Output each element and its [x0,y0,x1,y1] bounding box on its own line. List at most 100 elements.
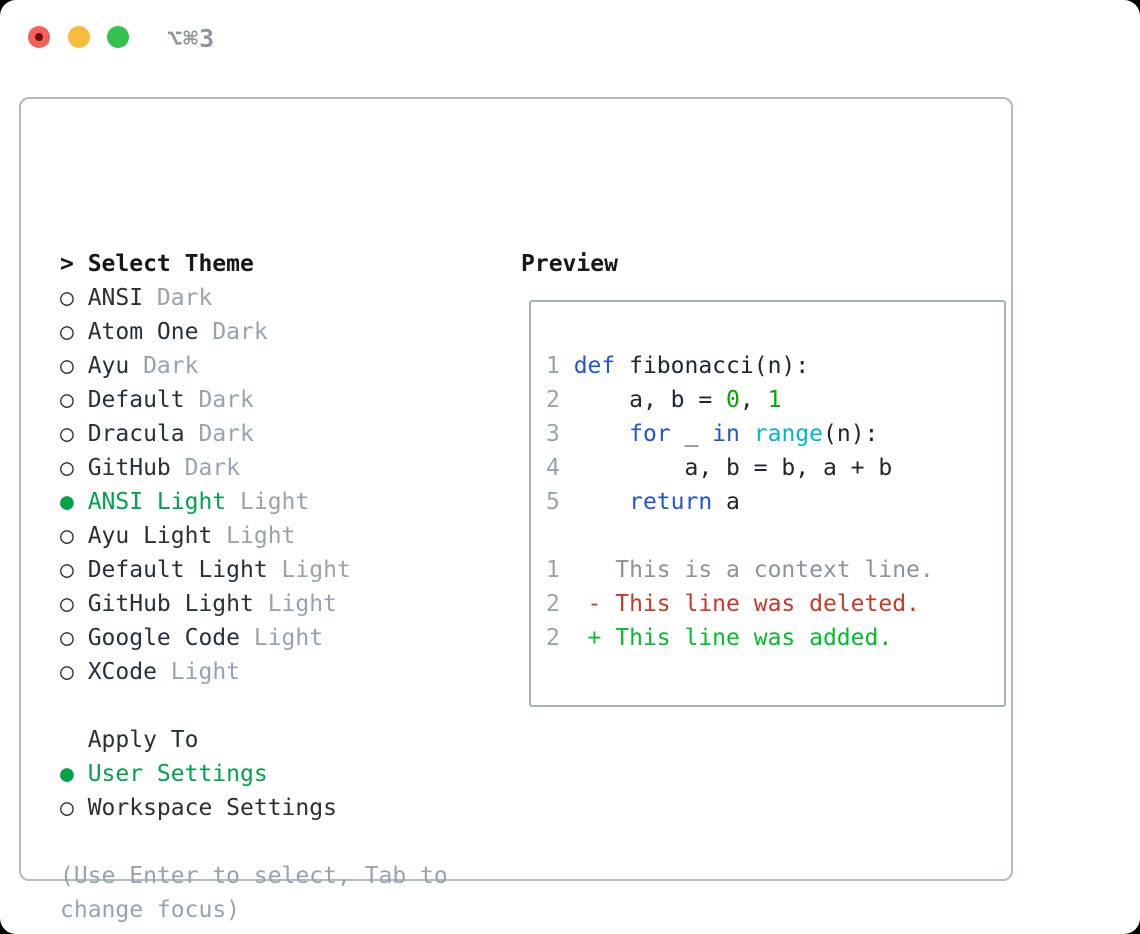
theme-variant-badge: Light [156,659,241,685]
code-token-fn: range [753,421,823,447]
theme-variant-badge: Dark [129,353,199,379]
theme-option-default[interactable]: ○ Default Dark [60,383,500,417]
theme-option-default-light[interactable]: ○Default Light Light [60,553,500,587]
radio-unselected-icon: ○ [60,353,74,379]
line-number: 2 [546,591,574,617]
line-number: 5 [546,489,574,515]
keyboard-hint-line-1: (Use Enter to select, Tab to [60,863,448,889]
radio-unselected-icon: ○ [60,523,74,549]
theme-name: Ayu Light [87,523,213,549]
theme-variant-badge: Light [240,625,324,651]
radio-unselected-icon: ○ [60,625,74,651]
code-line: 2 a, b = 0, 1 [546,383,934,417]
select-theme-header: > Select Theme [60,247,500,281]
code-token-pl: fibonacci(n): [615,353,810,379]
unsaved-changes-dot [35,33,43,41]
title-bar: ⌥⌘3 [0,0,1140,75]
theme-list-pane: > Select Theme ○ ANSI Dark ○ Atom One Dark ○ A… [60,247,500,927]
radio-unselected-icon: ○ [60,285,74,311]
close-icon[interactable] [28,26,50,48]
preview-header: Preview [521,251,618,277]
theme-option-google-code[interactable]: ○ Google Code Light [60,621,500,655]
theme-variant-badge: Dark [184,387,254,413]
code-token-kw: return [629,489,713,515]
theme-variant-badge: Light [226,489,310,515]
line-number: 1 [546,353,574,379]
theme-variant-badge: Light [267,557,351,583]
theme-name: GitHub Light [87,591,254,617]
code-token-ctx: This is a context line. [573,557,934,583]
code-line: 5 return a [546,485,934,519]
radio-unselected-icon: ○ [60,319,74,345]
keyboard-hint-line-2: change focus) [60,897,241,923]
apply-option-user-settings[interactable]: ● User Settings [60,757,500,791]
theme-option-ansi[interactable]: ○ ANSI Dark [60,281,500,315]
apply-to-header-label: Apply To [87,727,199,753]
code-token-num: 0 [726,387,740,413]
theme-name: ANSI [87,285,144,311]
theme-option-list: ○ANSI Dark○Atom One Dark○Ayu Dark○Defaul… [60,281,500,689]
apply-to-header: Apply To [60,723,500,757]
code-token-pl [574,485,629,519]
theme-option-xcode[interactable]: ○ XCode Light [60,655,500,689]
radio-unselected-icon: ○ [60,591,74,617]
code-token-pl: (n): [823,421,879,447]
minimize-icon[interactable] [68,26,90,48]
radio-unselected-icon: ○ [60,455,74,481]
theme-option-ayu-light[interactable]: ○Ayu Light Light [60,519,500,553]
code-token-kw: in [712,421,740,447]
apply-to-option-list: ● User Settings ○ Workspace Settings [60,757,500,825]
code-token-pl [740,417,754,451]
code-line: 2 - This line was deleted. [546,587,934,621]
spacer [60,689,500,723]
code-line: 2 + This line was added. [546,621,934,655]
code-line: 3 for _ in range(n): [546,417,934,451]
code-token-pl: a [712,489,740,515]
theme-option-github-light[interactable]: ○GitHub Light Light [60,587,500,621]
theme-variant-badge: Dark [143,285,213,311]
code-token-pl [574,417,629,451]
select-theme-header-label: Select Theme [87,251,254,277]
radio-unselected-icon: ○ [60,659,74,685]
zoom-icon[interactable] [107,26,129,48]
radio-unselected-icon: ○ [60,387,74,413]
theme-option-dracula[interactable]: ○Dracula Dark [60,417,500,451]
code-token-pl: a, b = b, a + b [573,455,893,481]
code-token-pl: _ [670,421,713,447]
theme-variant-badge: Dark [184,421,254,447]
theme-name: Google Code [87,625,241,651]
theme-name: Ayu [87,353,130,379]
theme-option-ayu[interactable]: ○ Ayu Dark [60,349,500,383]
code-token-num: 1 [767,387,782,413]
theme-selector-panel: > Select Theme ○ ANSI Dark ○ Atom One Dark ○ A… [19,97,1013,923]
theme-option-atom-one[interactable]: ○ Atom One Dark [60,315,500,349]
apply-option-label: User Settings [87,761,268,787]
theme-name: Atom One [87,319,199,345]
radio-selected-icon: ● [60,489,74,515]
line-number: 4 [546,455,574,481]
selection-caret-icon: > [60,251,74,277]
code-token-del: - This line was deleted. [573,591,920,617]
line-number: 1 [546,557,574,583]
theme-option-github[interactable]: ○GitHub Dark [60,451,500,485]
apply-option-label: Workspace Settings [87,795,337,821]
theme-name: XCode [87,659,157,685]
theme-option-ansi-light[interactable]: ● ANSI Light Light [60,485,500,519]
code-line: 1 This is a context line. [546,553,934,587]
line-number: 2 [546,387,574,413]
code-line: 1 def fibonacci(n): [546,349,934,383]
line-number: 2 [546,625,574,651]
code-blank-line [546,519,934,553]
apply-option-workspace-settings[interactable]: ○ Workspace Settings [60,791,500,825]
theme-variant-badge: Dark [198,319,268,345]
radio-unselected-icon: ○ [60,795,74,821]
theme-name: ANSI Light [87,489,227,515]
line-number: 3 [546,421,574,447]
radio-selected-icon: ● [60,761,74,787]
code-line: 4 a, b = b, a + b [546,451,934,485]
theme-name: Default [87,387,185,413]
code-token-pl: a, b = [573,387,727,413]
radio-unselected-icon: ○ [60,421,74,447]
